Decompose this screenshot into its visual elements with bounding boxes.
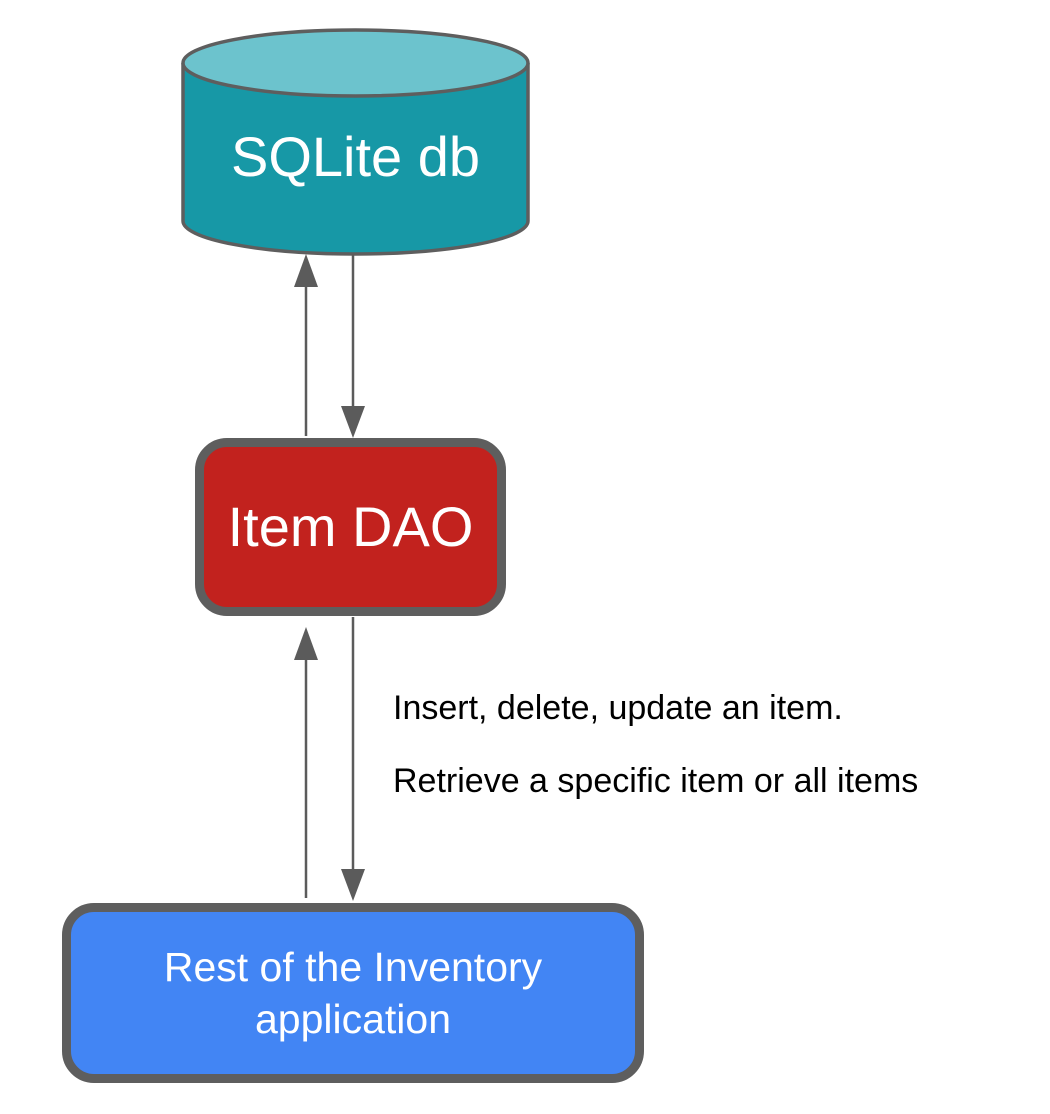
dao-node: Item DAO xyxy=(195,438,506,616)
annotation-line-1: Insert, delete, update an item. xyxy=(393,689,843,727)
arrow-dao-to-database xyxy=(294,254,318,436)
arrow-dao-to-app xyxy=(341,617,365,901)
annotation-line-2: Retrieve a specific item or all items xyxy=(393,762,919,800)
database-cylinder xyxy=(181,28,530,256)
app-label: Rest of the Inventory application xyxy=(163,943,543,1042)
arrow-app-to-dao xyxy=(294,627,318,898)
database-cylinder-body xyxy=(181,63,530,256)
dao-label: Item DAO xyxy=(227,495,474,559)
app-node: Rest of the Inventory application xyxy=(62,903,644,1083)
database-cylinder-top xyxy=(181,28,530,98)
arrow-database-to-dao-head xyxy=(341,406,365,438)
arrow-dao-to-app-head xyxy=(341,869,365,901)
arrow-dao-to-database-head xyxy=(294,254,318,287)
arrow-database-to-dao xyxy=(341,254,365,438)
arrow-app-to-dao-head xyxy=(294,627,318,660)
